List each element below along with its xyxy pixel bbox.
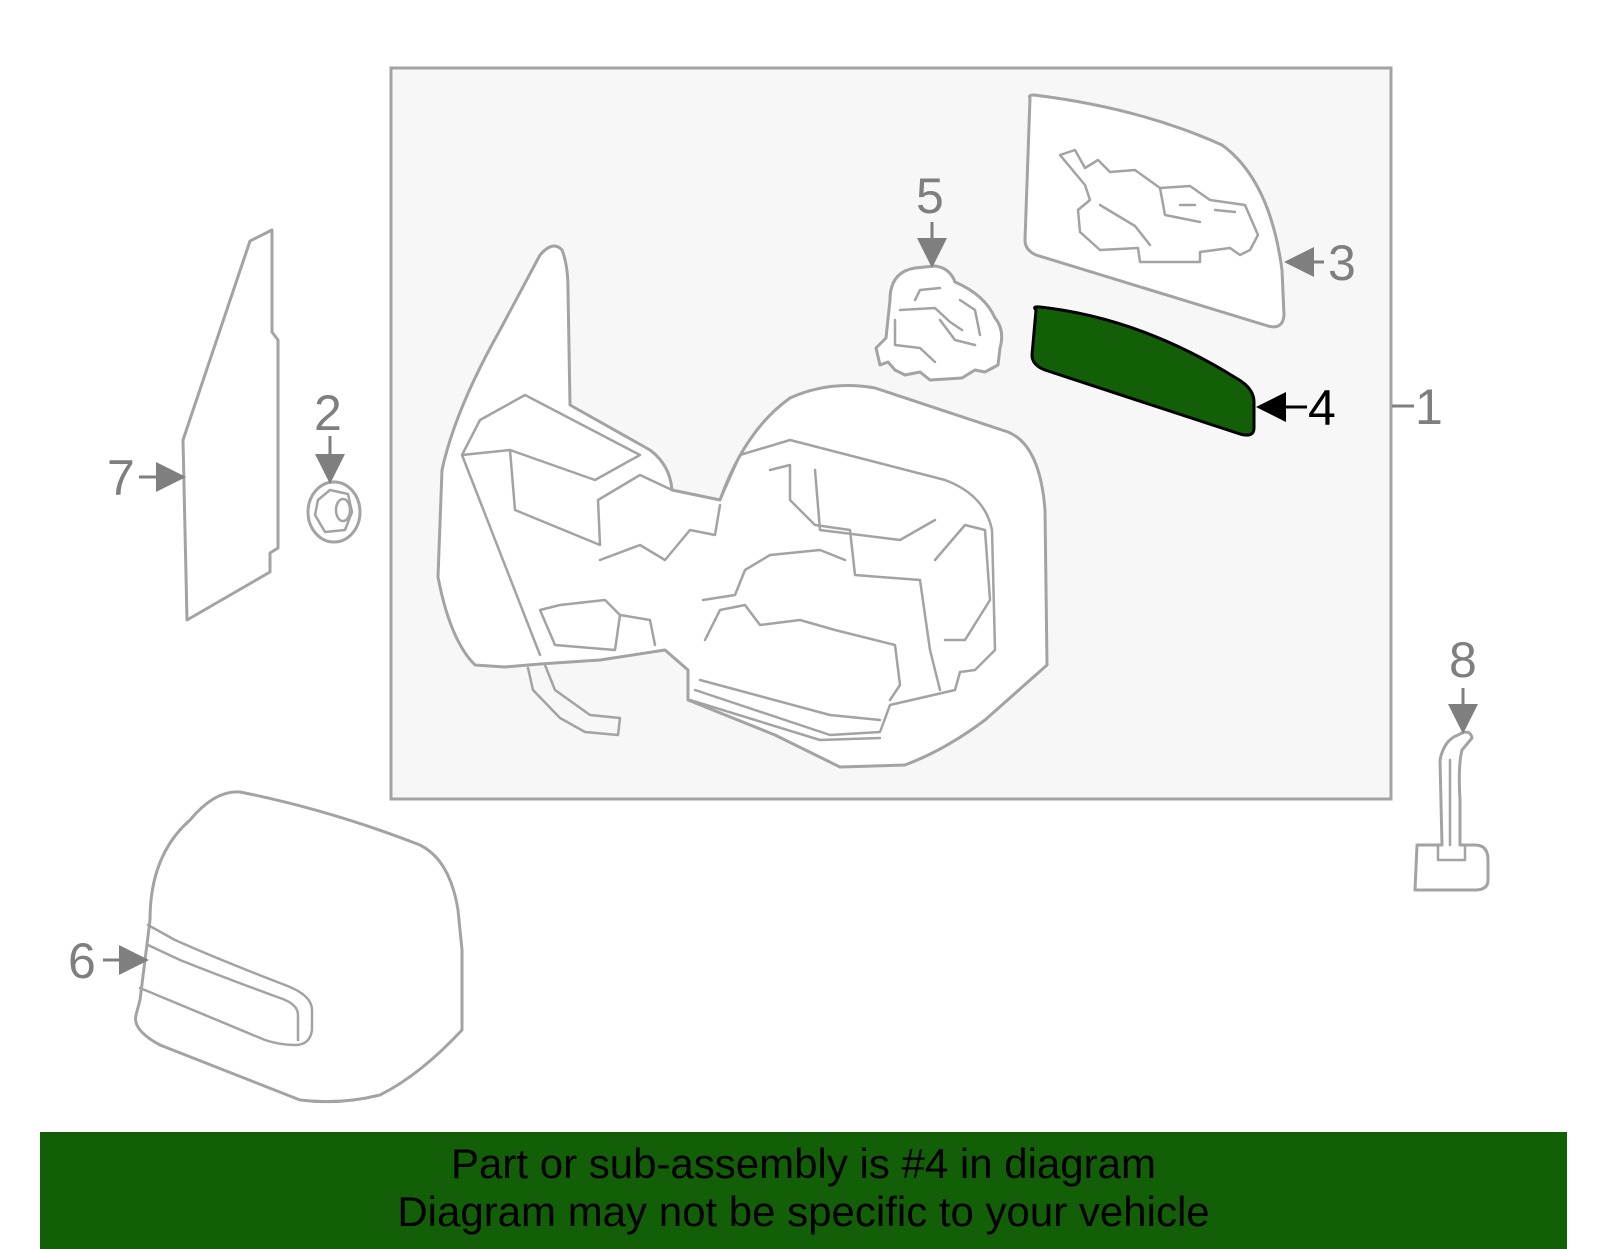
part-7-gasket[interactable] — [181, 228, 280, 622]
callout-7: 7 — [107, 450, 135, 506]
part-3-mirror-backing[interactable] — [1023, 93, 1286, 329]
part-6-mirror-cover[interactable] — [134, 790, 464, 1104]
info-banner: Part or sub-assembly is #4 in diagram Di… — [40, 1132, 1567, 1249]
part-5-mirror-motor[interactable] — [874, 264, 1004, 382]
part-8-lamp[interactable] — [1413, 730, 1490, 892]
part-4-mirror-glass[interactable] — [1030, 305, 1256, 437]
callout-3: 3 — [1328, 235, 1356, 291]
callout-4: 4 — [1308, 380, 1336, 436]
banner-line-1: Part or sub-assembly is #4 in diagram — [451, 1140, 1156, 1187]
banner-line-2: Diagram may not be specific to your vehi… — [397, 1188, 1210, 1235]
callout-6: 6 — [68, 933, 96, 989]
callout-8: 8 — [1449, 632, 1477, 688]
part-1-mirror-assembly[interactable] — [436, 244, 1049, 769]
callout-5: 5 — [916, 168, 944, 224]
part-2-nut[interactable] — [306, 480, 362, 544]
callout-2: 2 — [314, 385, 342, 441]
callout-1: 1 — [1415, 379, 1443, 435]
